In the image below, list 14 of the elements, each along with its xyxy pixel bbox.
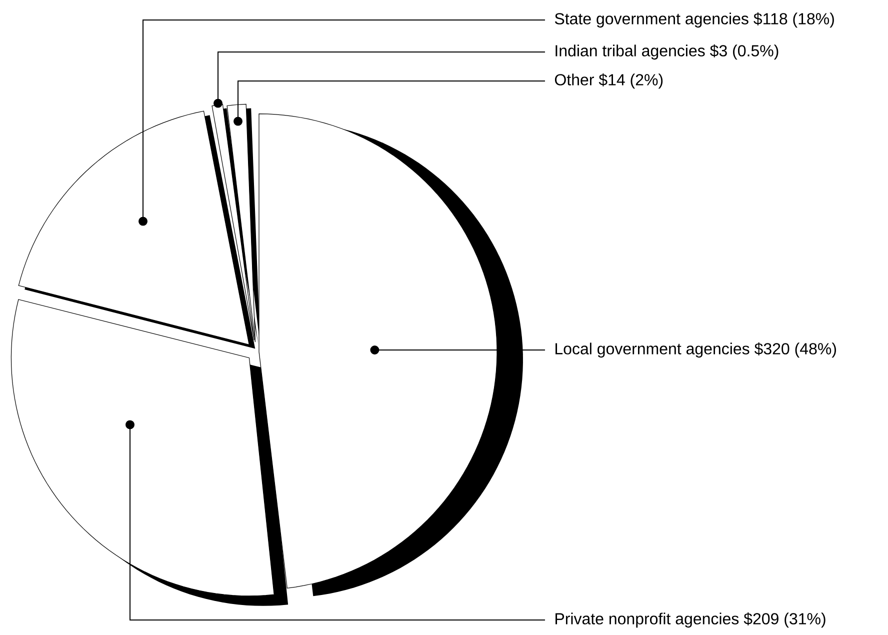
slice-label: Indian tribal agencies $3 (0.5%) — [556, 44, 778, 60]
slice-label: State government agencies $118 (18%) — [554, 12, 834, 28]
pie-slice — [258, 114, 498, 588]
leader-line — [234, 80, 546, 126]
pie-slice — [212, 104, 254, 340]
pie-slice — [10, 299, 274, 596]
leader-line — [214, 52, 546, 108]
leader-line — [138, 20, 546, 226]
slice-label: Other $14 (2%) — [554, 73, 663, 89]
leader-line — [370, 346, 546, 354]
slice-label: Private nonprofit agencies $209 (31%) — [556, 612, 826, 628]
leader-line — [126, 420, 546, 620]
slice-label: Local government agencies $320 (48%) — [556, 342, 836, 358]
pie-slice — [226, 104, 256, 342]
